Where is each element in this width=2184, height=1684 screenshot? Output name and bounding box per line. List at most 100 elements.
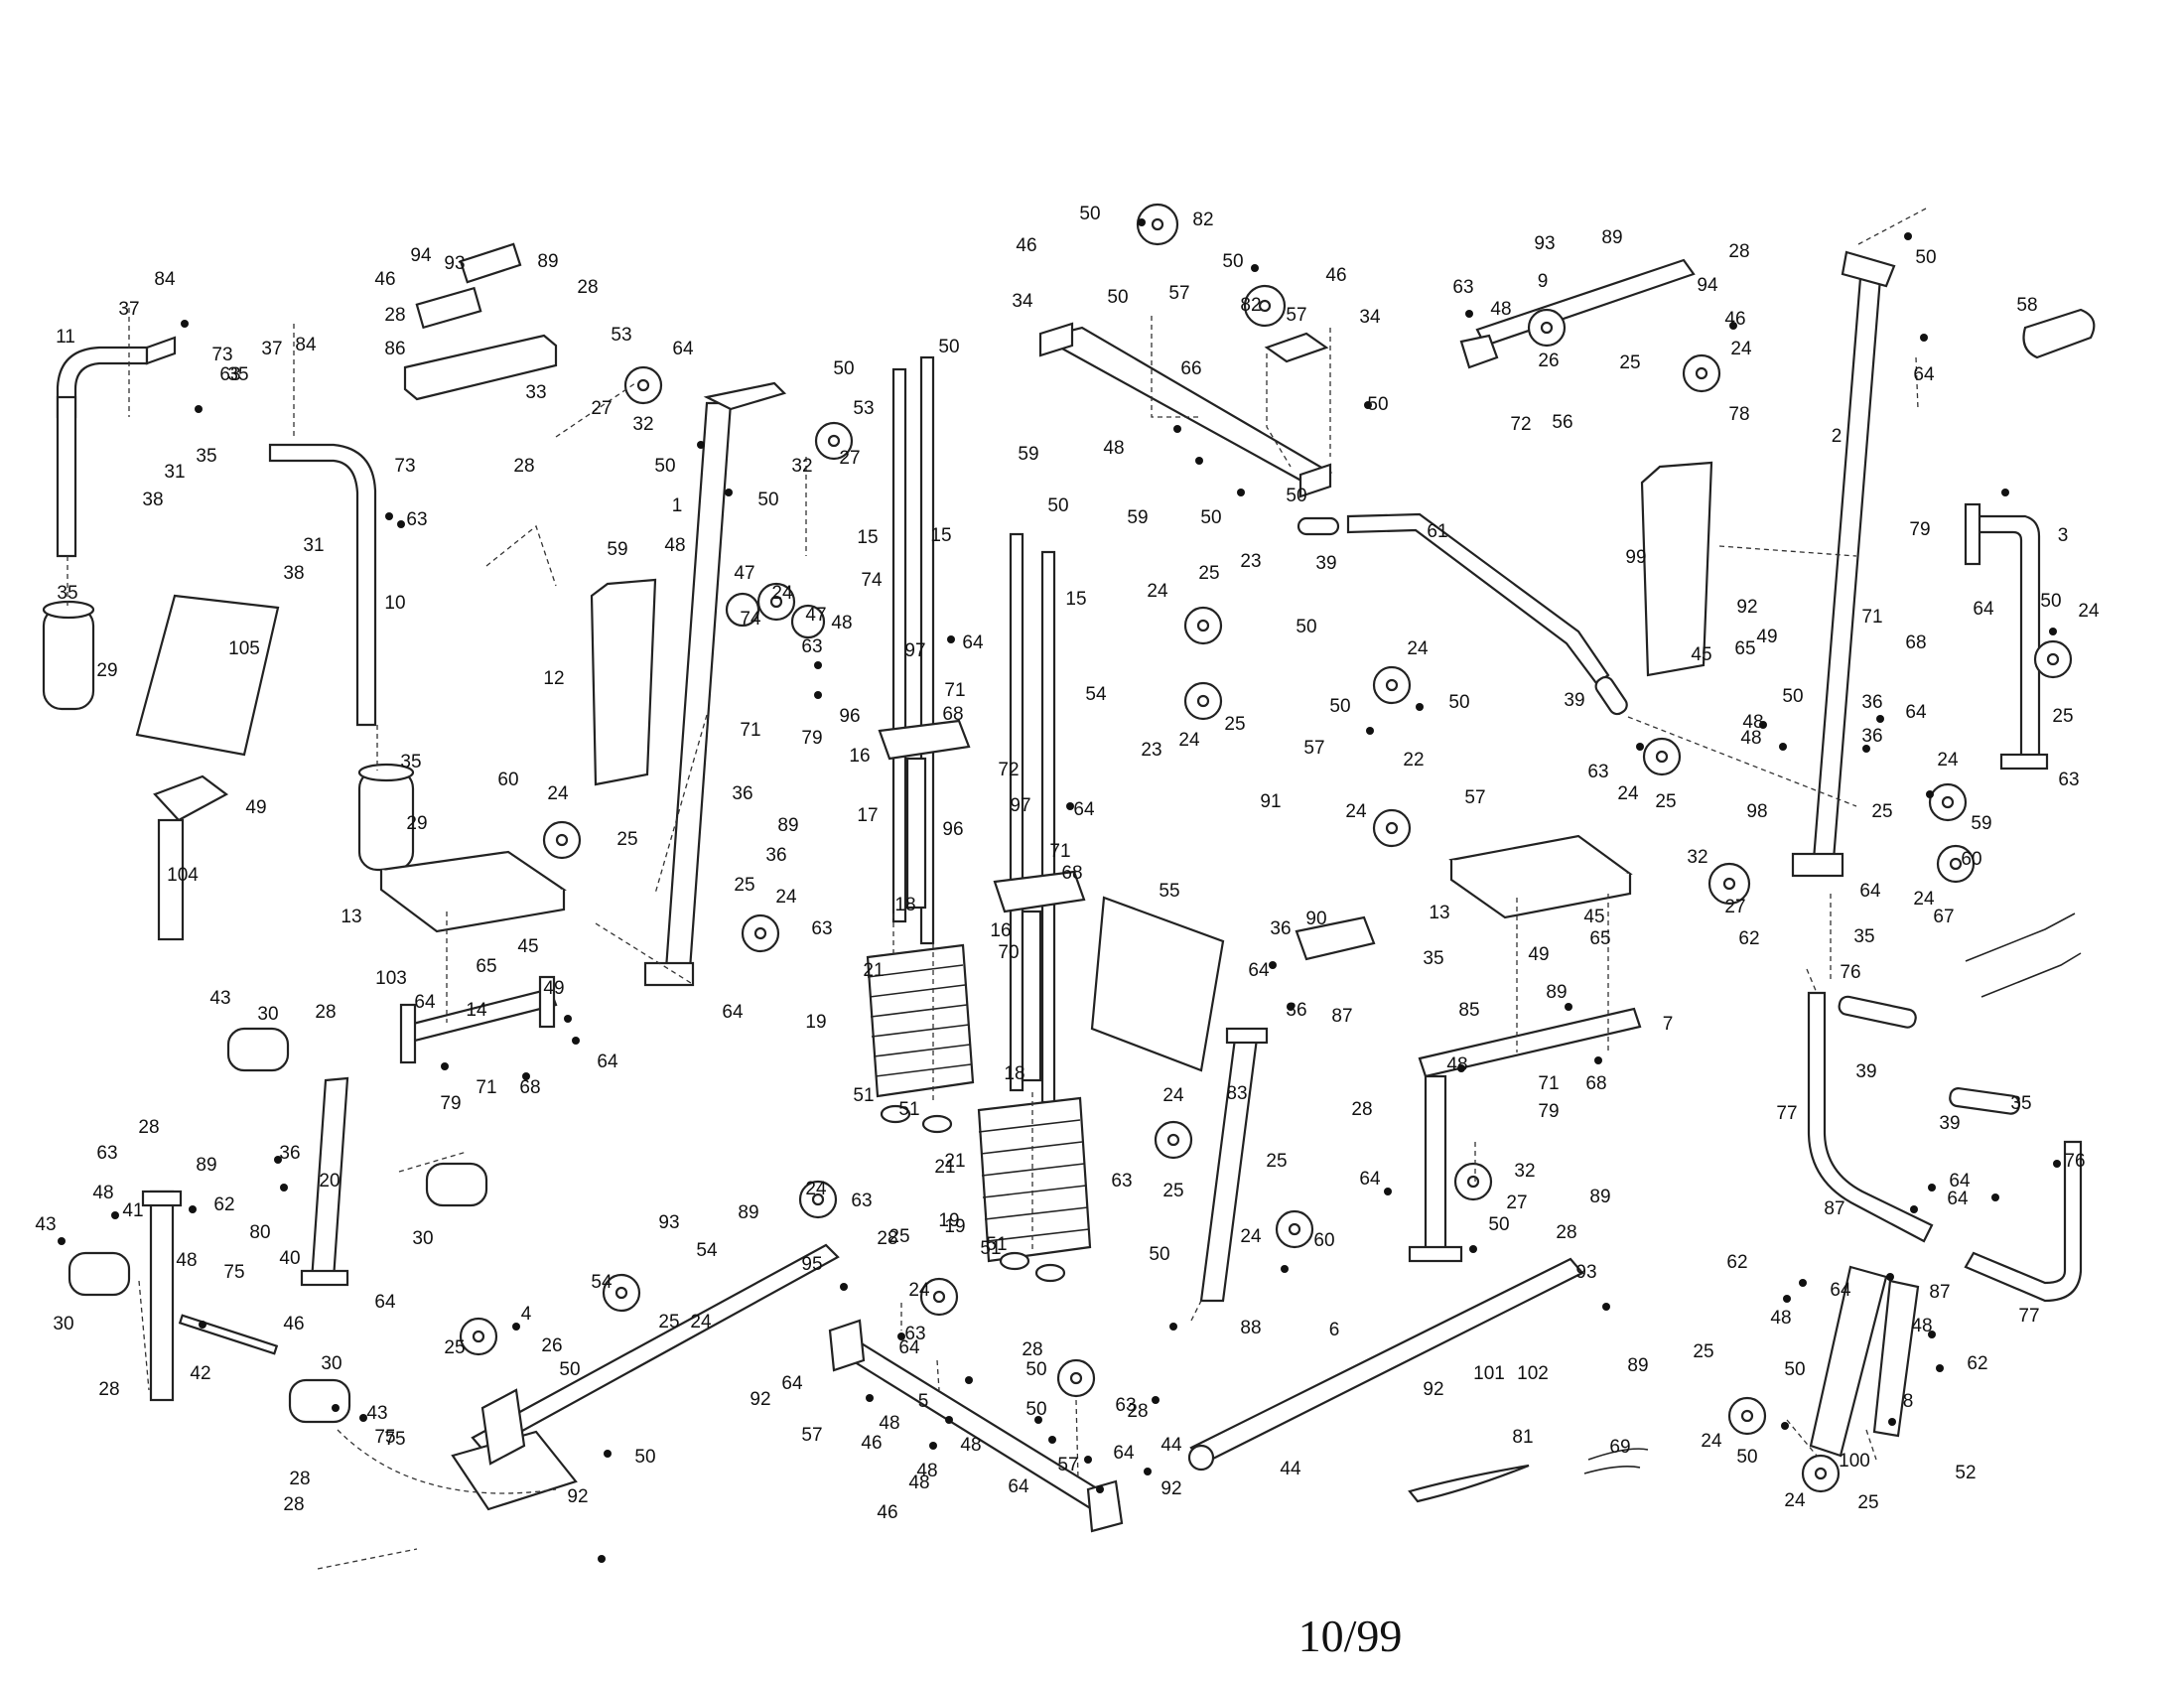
part-number-label: 64 — [1359, 1169, 1381, 1190]
upright-20 — [300, 1076, 349, 1287]
part-number-label: 64 — [1947, 1189, 1969, 1209]
part-number-label: 48 — [1742, 712, 1763, 733]
part-number-label: 89 — [1546, 982, 1567, 1003]
part-number-label: 49 — [1756, 627, 1777, 647]
rollers-30 — [68, 1027, 488, 1424]
part-number-label: 29 — [406, 813, 427, 834]
part-number-label: 60 — [497, 770, 518, 790]
part-number-label: 20 — [319, 1171, 340, 1192]
part-number-label: 50 — [1736, 1447, 1757, 1468]
part-number-label: 24 — [2078, 601, 2100, 622]
frame-7 — [1408, 1007, 1642, 1263]
part-number-label: 88 — [1240, 1318, 1261, 1338]
part-number-label: 24 — [1345, 801, 1367, 822]
part-number-label: 63 — [96, 1143, 117, 1164]
part-number-label: 25 — [2052, 706, 2073, 727]
part-number-label: 15 — [1065, 589, 1086, 610]
part-number-label: 23 — [1141, 740, 1161, 761]
part-number-label: 49 — [245, 797, 266, 818]
part-number-label: 8 — [1903, 1391, 1914, 1412]
part-number-label: 40 — [279, 1248, 300, 1269]
part-number-label: 35 — [57, 583, 77, 604]
part-number-label: 67 — [1933, 907, 1954, 927]
part-number-label: 48 — [960, 1435, 981, 1456]
part-number-label: 34 — [1359, 307, 1381, 328]
part-number-label: 94 — [410, 245, 432, 266]
part-number-label: 50 — [1286, 486, 1306, 506]
part-number-label: 36 — [1861, 692, 1882, 713]
part-number-label: 29 — [96, 660, 117, 681]
part-number-label: 92 — [567, 1486, 588, 1507]
part-number-label: 39 — [1939, 1113, 1960, 1134]
part-number-label: 18 — [1004, 1063, 1024, 1084]
base-frame-4 — [451, 1243, 840, 1511]
part-number-label: 63 — [811, 918, 832, 939]
part-number-label: 23 — [1240, 551, 1261, 572]
part-number-label: 64 — [1913, 364, 1935, 385]
part-number-label: 65 — [476, 956, 496, 977]
guide-rods-15-left — [891, 355, 935, 945]
part-number-label: 9 — [1538, 271, 1549, 292]
pulleys — [459, 203, 2073, 1493]
curl-bar-77-b — [1964, 1140, 2083, 1303]
part-number-label: 25 — [1224, 714, 1245, 735]
part-number-label: 50 — [1329, 696, 1350, 717]
part-number-label: 64 — [1073, 799, 1095, 820]
strap-69 — [1583, 1448, 1649, 1474]
part-number-label: 54 — [591, 1272, 613, 1293]
curl-bar-77-a — [1807, 991, 1934, 1243]
part-number-label: 84 — [295, 335, 317, 355]
part-number-label: 82 — [1192, 210, 1213, 230]
leg-curl-arm-11 — [56, 336, 177, 558]
part-number-label: 35 — [1423, 948, 1443, 969]
part-number-label: 64 — [962, 632, 984, 653]
handle-58 — [2022, 308, 2096, 359]
part-number-label: 71 — [740, 720, 760, 741]
part-number-label: 36 — [1286, 1000, 1306, 1021]
leg-curl-arm-10 — [268, 443, 377, 727]
part-number-label: 92 — [1423, 1379, 1443, 1400]
part-number-label: 25 — [1871, 801, 1892, 822]
part-number-label: 24 — [1147, 581, 1168, 602]
part-number-label: 53 — [853, 398, 874, 419]
part-number-label: 28 — [1351, 1099, 1372, 1120]
part-number-label: 15 — [930, 525, 951, 546]
part-number-label: 96 — [942, 819, 963, 840]
part-number-label: 64 — [1859, 881, 1881, 902]
part-number-label: 62 — [1738, 928, 1759, 949]
part-number-label: 71 — [476, 1077, 496, 1098]
part-number-label: 28 — [384, 305, 405, 326]
part-number-label: 63 — [406, 509, 427, 530]
part-number-label: 30 — [412, 1228, 433, 1249]
part-number-label: 48 — [831, 613, 852, 633]
part-number-label: 24 — [1913, 889, 1935, 910]
part-number-label: 35 — [2010, 1093, 2031, 1114]
part-number-label: 30 — [257, 1004, 278, 1025]
part-number-label: 24 — [1937, 750, 1959, 771]
part-number-label: 36 — [1861, 726, 1882, 747]
part-number-label: 57 — [1303, 738, 1324, 759]
part-number-label: 35 — [400, 752, 421, 772]
part-number-label: 50 — [1047, 495, 1068, 516]
part-number-label: 42 — [190, 1363, 210, 1384]
part-number-label: 93 — [1575, 1262, 1596, 1283]
part-number-label: 50 — [1025, 1359, 1046, 1380]
part-number-label: 55 — [1159, 881, 1179, 902]
part-number-label: 16 — [849, 746, 870, 767]
part-number-label: 39 — [1315, 553, 1336, 574]
part-number-label: 44 — [1280, 1459, 1301, 1479]
part-number-label: 38 — [283, 563, 304, 584]
part-number-label: 36 — [765, 845, 786, 866]
part-number-label: 87 — [1929, 1282, 1950, 1303]
part-number-label: 89 — [537, 251, 558, 272]
part-number-label: 18 — [894, 895, 915, 915]
part-number-label: 7 — [1663, 1014, 1674, 1035]
part-number-label: 50 — [1915, 247, 1936, 268]
part-number-label: 50 — [1107, 287, 1128, 308]
foam-roller-29-left — [42, 600, 95, 711]
part-number-label: 64 — [1949, 1171, 1971, 1192]
part-number-label: 46 — [1724, 309, 1745, 330]
part-number-label: 49 — [543, 978, 564, 999]
part-number-label: 37 — [118, 299, 139, 320]
part-number-label: 48 — [1490, 299, 1511, 320]
